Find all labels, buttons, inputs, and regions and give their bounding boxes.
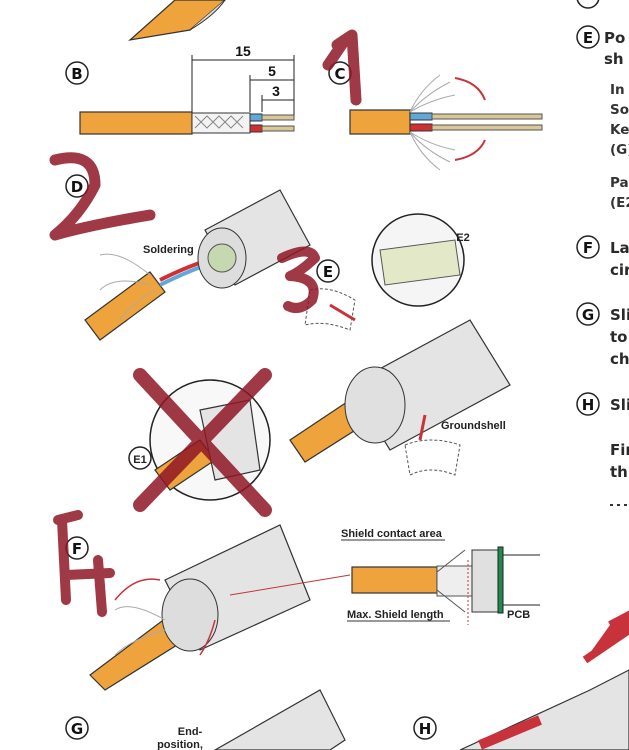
annotation-2: [49, 152, 156, 241]
label-text: Ke: [610, 122, 629, 138]
label-text: (G): [610, 142, 629, 158]
step-d: D Soldering: [65, 174, 311, 341]
annotation-3: [277, 246, 320, 313]
label-text: H: [582, 396, 595, 414]
label-text: ch: [610, 350, 629, 368]
label-text: E2: [456, 232, 469, 244]
label-text: Pa: [610, 175, 629, 191]
step-c: C: [328, 61, 543, 171]
label-text: So: [610, 102, 629, 118]
label-text: to: [610, 328, 627, 346]
label-text: (E2: [610, 195, 629, 211]
label-text: E1: [133, 454, 146, 466]
step-e: E E2 Groundshell: [289, 213, 511, 476]
label-text: Fir: [610, 441, 629, 459]
label-text: cir: [610, 261, 629, 279]
step-g: G End- position,: [65, 689, 346, 750]
right-text-column: E Po sh In So Ke (G) Pa (E2 F La cir G S…: [576, 0, 629, 506]
step-h: H: [413, 610, 629, 750]
label-text: F: [72, 540, 82, 558]
handwritten-annotations: [49, 29, 362, 617]
label-text: th: [610, 463, 628, 481]
step-b: B 15 5 3: [65, 43, 295, 135]
label-text: sh: [604, 50, 624, 68]
label-text: B: [71, 65, 82, 83]
label-text: E: [323, 263, 333, 281]
label-text: La: [610, 239, 629, 257]
label-text: G: [71, 720, 83, 738]
label-text: 3: [272, 83, 280, 99]
label-text: C: [334, 65, 345, 83]
label-text: Shield contact area: [341, 528, 443, 540]
label-text: Max. Shield length: [347, 609, 444, 621]
label-text: In: [610, 82, 625, 98]
label-text: Soldering: [143, 244, 194, 256]
step-f: F Shield contact area Max. Shield length…: [65, 524, 540, 691]
annotation-1: [322, 29, 362, 106]
label-text: E: [583, 29, 593, 47]
step-e1-detail: E1: [128, 368, 272, 517]
label-text: Groundshell: [441, 420, 506, 432]
label-text: 5: [268, 63, 276, 79]
label-text: F: [583, 239, 593, 257]
step-a-cable-fragment: [128, 0, 226, 41]
label-text: End-: [178, 726, 203, 738]
cable-jacket: [79, 111, 193, 135]
label-text: D: [71, 178, 83, 196]
label-text: position,: [157, 739, 203, 750]
step-b-badge: [65, 61, 89, 85]
label-text: H: [419, 720, 432, 738]
annotation-4: [53, 510, 115, 617]
label-text: Sli: [610, 396, 629, 414]
label-text: PCB: [507, 609, 530, 621]
label-text: Po: [604, 29, 625, 47]
label-text: 15: [235, 43, 251, 59]
cross-out-annotation: [133, 368, 272, 517]
label-text: G: [582, 306, 594, 324]
label-text: Sli: [610, 306, 629, 324]
